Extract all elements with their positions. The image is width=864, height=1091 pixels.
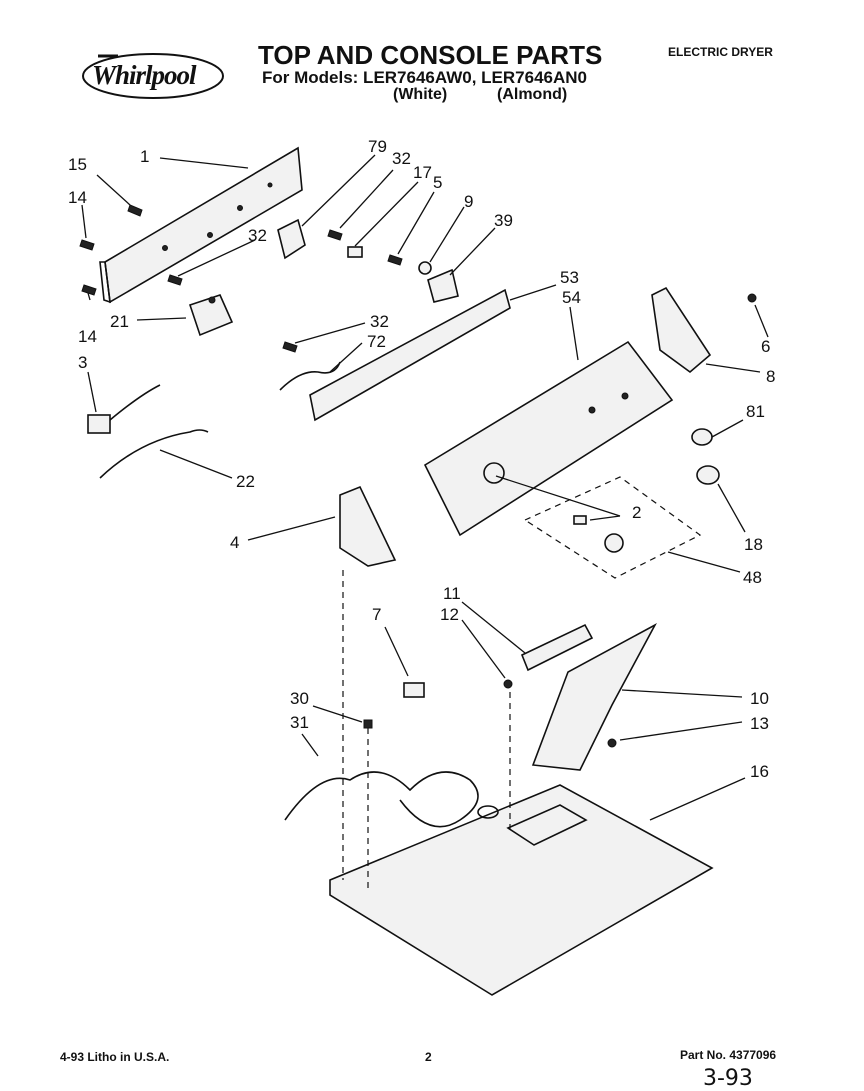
part-12-screw [503, 679, 513, 689]
part-4-end-cap [339, 485, 397, 567]
wire-22 [99, 429, 209, 479]
part-2-knob-assembly [573, 515, 624, 553]
callout-32-mid: 32 [370, 312, 389, 331]
part-21-timer [188, 294, 234, 337]
callout-10: 10 [750, 689, 769, 708]
callout-39: 39 [494, 211, 513, 230]
callout-22: 22 [236, 472, 255, 491]
part-53-rail [309, 288, 511, 422]
callout-14-bottom: 14 [78, 327, 97, 346]
callout-18: 18 [744, 535, 763, 554]
wire-harness-31 [284, 771, 479, 828]
callout-32-top: 32 [392, 149, 411, 168]
part-48-outline [523, 476, 702, 579]
page-number: 2 [425, 1050, 432, 1064]
screw-5 [387, 254, 403, 266]
callout-53: 53 [560, 268, 579, 287]
part-8-end-cap [651, 286, 757, 374]
callout-30: 30 [290, 689, 309, 708]
callout-81: 81 [746, 402, 765, 421]
callout-72: 72 [367, 332, 386, 351]
callout-11: 11 [443, 584, 461, 603]
part-39-bracket [427, 268, 459, 303]
screw-32-upper [327, 229, 343, 241]
brand-logo-text: Whirlpool [92, 60, 197, 90]
part-10-lint-screen [531, 623, 657, 771]
callout-7: 7 [372, 605, 381, 624]
part-9 [418, 261, 432, 275]
model-color-almond: (Almond) [497, 86, 568, 103]
model-color-white: (White) [393, 86, 448, 103]
part-1-console-panel [99, 146, 303, 304]
models-line: For Models: LER7646AW0, LER7646AN0 [262, 68, 587, 87]
handwritten-date: 3-93 [703, 1066, 753, 1091]
page-title: TOP AND CONSOLE PARTS [258, 40, 603, 70]
part-30-clip [363, 719, 373, 729]
callout-6: 6 [761, 337, 770, 356]
callout-54: 54 [562, 288, 581, 307]
part-11-filter-housing [520, 623, 594, 672]
callout-14-top: 14 [68, 188, 87, 207]
screw-32-lower [282, 341, 298, 353]
part-54-console-cover [423, 340, 674, 537]
whirlpool-logo [82, 53, 224, 99]
callout-13: 13 [750, 714, 769, 733]
callout-2: 2 [632, 503, 641, 522]
part-7-connector [403, 682, 425, 698]
callout-4: 4 [230, 533, 239, 552]
part-13-screw [607, 738, 617, 748]
wire-72 [279, 361, 341, 391]
callout-12: 12 [440, 605, 459, 624]
part-number: Part No. 4377096 [680, 1048, 777, 1062]
part-18-knob [696, 465, 720, 485]
callout-21: 21 [110, 312, 129, 331]
callout-32-left: 32 [248, 226, 267, 245]
part-81-knob [691, 428, 713, 446]
callout-9: 9 [464, 192, 473, 211]
part-79-switch [277, 218, 306, 260]
callout-1: 1 [140, 147, 149, 166]
callout-17: 17 [413, 163, 432, 182]
leader-lines [81, 154, 769, 821]
part-17 [347, 246, 363, 258]
callout-79: 79 [368, 137, 387, 156]
litho-note: 4-93 Litho in U.S.A. [60, 1050, 170, 1064]
callout-15: 15 [68, 155, 87, 174]
screw-14-top [79, 239, 95, 251]
product-type: ELECTRIC DRYER [668, 45, 773, 59]
screw-15 [127, 204, 143, 217]
callout-3: 3 [78, 353, 87, 372]
part-16-top-panel [329, 784, 714, 996]
screw-14-bottom [81, 284, 97, 296]
screw-32-left [167, 274, 183, 286]
callout-5: 5 [433, 173, 442, 192]
callout-16: 16 [750, 762, 769, 781]
callout-48: 48 [743, 568, 762, 587]
part-3-terminal-block [87, 384, 161, 434]
callout-31: 31 [290, 713, 309, 732]
callout-8: 8 [766, 367, 775, 386]
